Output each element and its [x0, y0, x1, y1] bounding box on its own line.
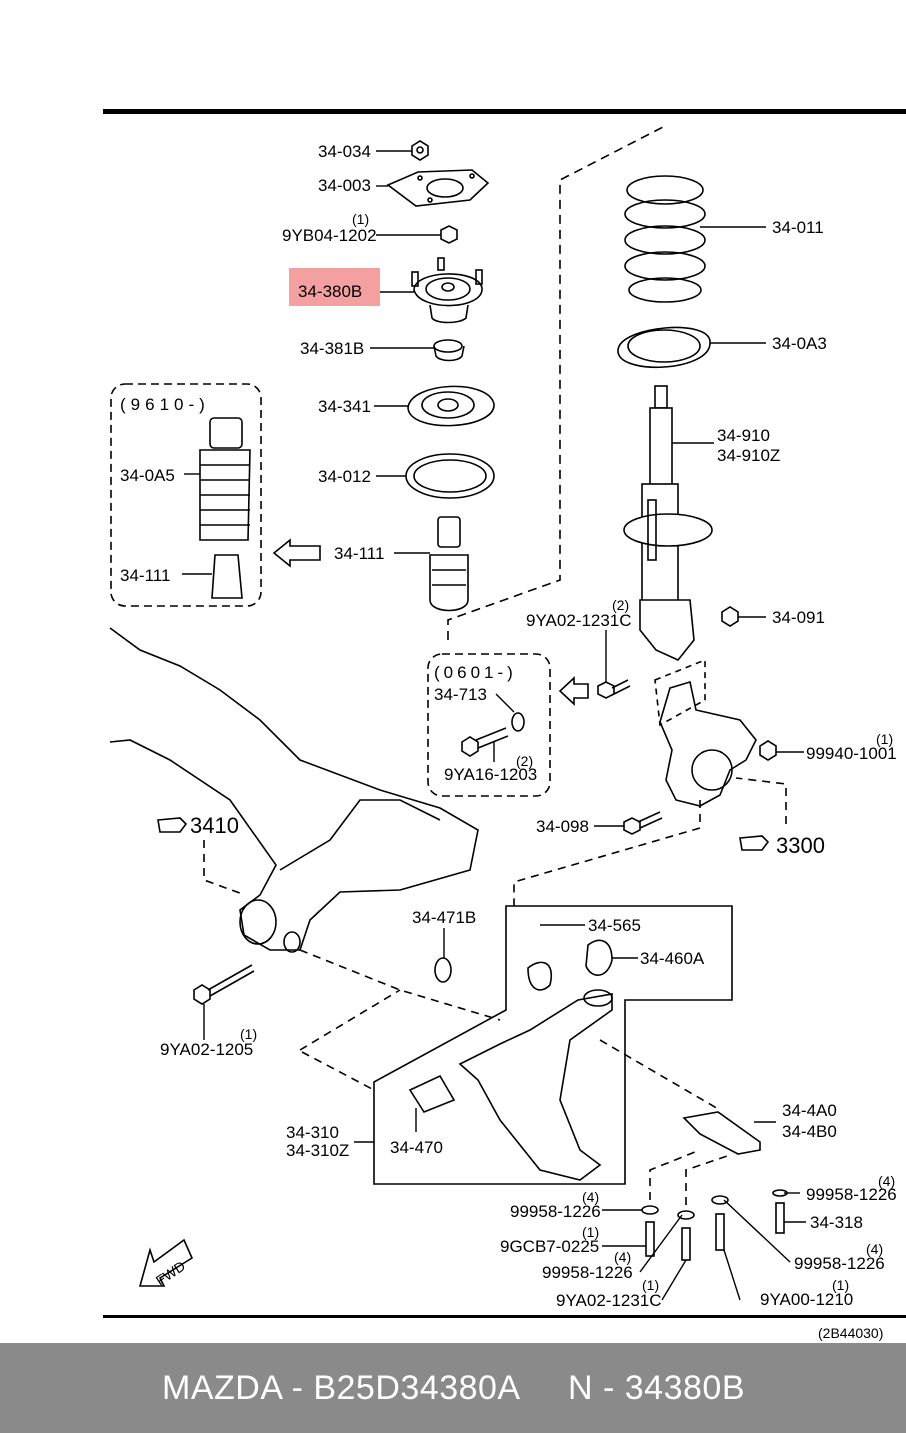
seat-34-012 [405, 453, 495, 499]
inset-boot-date: (9610-) [120, 395, 210, 414]
part-number-footer: MAZDA - B25D34380A N - 34380B [0, 1343, 906, 1433]
label-9ya16-1203: 9YA16-1203 [444, 765, 537, 784]
qty-9ya00-1210: (1) [832, 1277, 849, 1293]
label-34-012: 34-012 [318, 467, 371, 486]
qty-99958-1226-l1: (4) [582, 1189, 599, 1205]
label-34-565: 34-565 [588, 916, 641, 935]
label-34-034: 34-034 [318, 142, 371, 161]
qty-9ya02-1231c-top: (2) [612, 597, 629, 613]
dashed-connectors [203, 777, 787, 1205]
nut-34-034 [411, 140, 429, 161]
qty-99958-1226-r1: (4) [878, 1173, 895, 1189]
coil-spring-34-011 [624, 175, 706, 303]
label-34-460a: 34-460A [640, 949, 705, 968]
label-34-310: 34-310 [286, 1123, 339, 1142]
inset-bolt-box [427, 653, 551, 797]
label-9ya00-1210: 9YA00-1210 [760, 1290, 853, 1309]
seat-34-341 [407, 385, 495, 427]
label-99958-1226-r2: 99958-1226 [794, 1254, 885, 1273]
label-34-910z: 34-910Z [717, 446, 780, 465]
label-34-910: 34-910 [717, 426, 770, 445]
label-99958-1226-r1: 99958-1226 [806, 1185, 897, 1204]
direction-arrows [272, 538, 589, 706]
qty-99958-1226-r2: (4) [866, 1241, 883, 1257]
nut-34-091 [721, 606, 739, 627]
label-9gcb7-0225: 9GCB7-0225 [500, 1237, 599, 1256]
label-99958-1226-l2: 99958-1226 [542, 1263, 633, 1282]
plate-34-003 [386, 169, 490, 207]
label-34-098: 34-098 [536, 817, 589, 836]
qty-9ya16-1203: (2) [516, 753, 533, 769]
bolt-9ya02-1205 [193, 964, 255, 1005]
label-34-111-inset: 34-111 [120, 566, 170, 585]
pointer-icon-3410 [157, 817, 188, 833]
strut-34-910 [623, 385, 713, 661]
bolt-9ya02-1231c-top [597, 679, 631, 699]
washer-34-471b [434, 957, 452, 983]
label-34-003: 34-003 [318, 176, 371, 195]
qty-9gcb7-0225: (1) [582, 1224, 599, 1240]
qty-99940-1001: (1) [876, 731, 893, 747]
label-34-470: 34-470 [390, 1138, 443, 1157]
qty-9ya02-1231c-bot: (1) [642, 1277, 659, 1293]
nut-99940-1001 [759, 740, 777, 761]
bottom-rule [103, 1315, 906, 1318]
ref-3300: 3300 [776, 833, 825, 858]
bolt-34-098 [623, 811, 663, 835]
label-34-471b: 34-471B [412, 908, 476, 927]
suspension-exploded-diagram: 34-034 34-003 (1) 9YB04-1202 34-380B 34-… [103, 109, 906, 1341]
qty-9ya02-1205: (1) [240, 1026, 257, 1042]
label-9ya02-1231c-bot: 9YA02-1231C [556, 1291, 662, 1310]
label-34-713: 34-713 [434, 685, 487, 704]
label-9yb04-1202: 9YB04-1202 [282, 226, 377, 245]
label-34-011: 34-011 [772, 218, 824, 237]
label-99940-1001: 99940-1001 [806, 744, 897, 763]
bumper-34-381b [433, 339, 465, 362]
strut-mount-34-380b [411, 257, 483, 324]
lower-arm-box [373, 905, 733, 1185]
steering-knuckle [654, 658, 757, 807]
label-9ya02-1205: 9YA02-1205 [160, 1040, 253, 1059]
spring-seat-34-0a3 [617, 326, 711, 369]
label-34-341: 34-341 [318, 397, 371, 416]
bracket-34-4a0 [682, 1111, 761, 1155]
label-34-4b0: 34-4B0 [782, 1122, 837, 1141]
footer-oem-number: MAZDA - B25D34380A [162, 1369, 521, 1407]
qty-99958-1226-l2: (4) [614, 1249, 631, 1265]
label-34-4a0: 34-4A0 [782, 1101, 837, 1120]
footer-ref-number: N - 34380B [568, 1369, 745, 1407]
strut-dash [447, 125, 666, 640]
label-34-310z: 34-310Z [286, 1141, 349, 1160]
label-34-0a3: 34-0A3 [772, 334, 827, 353]
leader-lines [182, 150, 806, 1301]
lower-fasteners [641, 1189, 788, 1261]
label-34-318: 34-318 [810, 1213, 863, 1232]
inset-boot-box [110, 383, 262, 607]
label-34-381b: 34-381B [300, 339, 364, 358]
pointer-icon-3300 [739, 835, 770, 851]
inset-bolt-date: (0601-) [434, 663, 517, 682]
nut-9yb04-1202 [440, 225, 458, 244]
label-34-380b[interactable]: 34-380B [298, 282, 362, 301]
diagram-code: (2B44030) [818, 1325, 883, 1341]
fwd-arrow [138, 1238, 194, 1287]
label-34-091: 34-091 [772, 608, 825, 627]
label-99958-1226-l1: 99958-1226 [510, 1202, 601, 1221]
label-34-0a5: 34-0A5 [120, 466, 175, 485]
top-rule [103, 109, 906, 114]
ref-3410: 3410 [190, 813, 239, 838]
crossmember-3410 [109, 627, 479, 953]
label-34-111: 34-111 [334, 544, 384, 563]
bump-stop-34-111 [429, 516, 469, 612]
label-9ya02-1231c-top: 9YA02-1231C [526, 611, 632, 630]
qty-9yb04-1202: (1) [352, 211, 369, 227]
selected-part-highlight [289, 268, 380, 306]
